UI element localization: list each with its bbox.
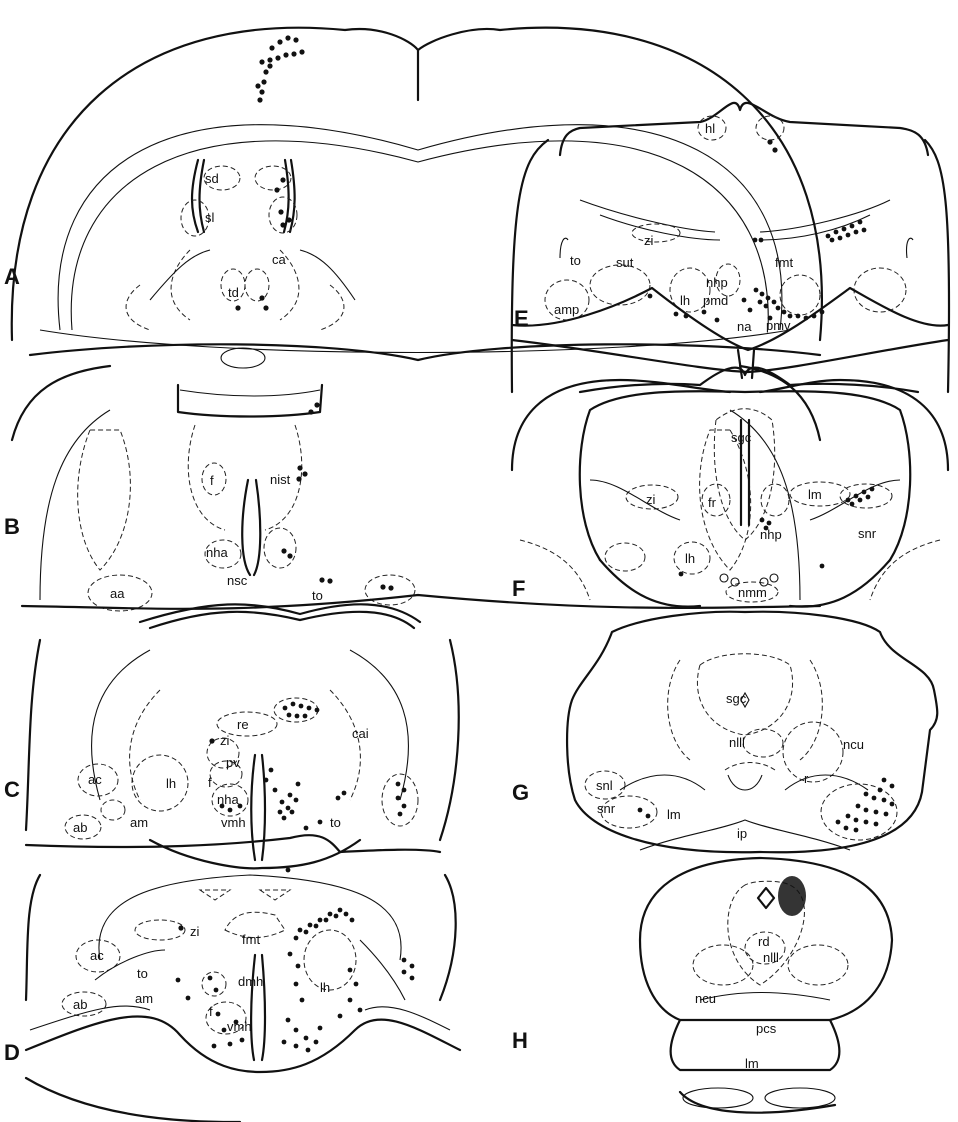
- labeling-dots-d: [176, 908, 415, 1053]
- region-label: nlll: [763, 950, 779, 965]
- region-label: nha: [206, 545, 228, 560]
- region-label: nha: [217, 792, 239, 807]
- region-label: sgc: [726, 691, 747, 706]
- labeling-dots-b: [281, 402, 393, 590]
- region-label: sd: [205, 171, 219, 186]
- region-label: pmv: [766, 318, 791, 333]
- section-c: [26, 640, 459, 872]
- region-label: rd: [758, 934, 770, 949]
- region-label: lh: [166, 776, 176, 791]
- region-label: zi: [190, 924, 200, 939]
- region-label: vmh: [227, 1019, 252, 1034]
- region-label: to: [312, 588, 323, 603]
- section-a: [12, 28, 822, 368]
- panel-letter-d: D: [4, 1040, 20, 1065]
- region-label: re: [237, 717, 249, 732]
- region-label: sgc: [731, 430, 752, 445]
- region-label: to: [570, 253, 581, 268]
- region-label: am: [130, 815, 148, 830]
- section-e: [512, 103, 949, 392]
- region-label: nsc: [227, 573, 248, 588]
- region-label: f: [208, 775, 212, 790]
- region-label: aa: [110, 586, 125, 601]
- region-label: ip: [737, 826, 747, 841]
- section-g: [567, 612, 937, 853]
- panel-letter-a: A: [4, 264, 20, 289]
- region-labels-d: zi fmt ac to dmh lh f ab am vmh: [73, 924, 330, 1034]
- region-label: nlll: [729, 735, 745, 750]
- region-label: to: [330, 815, 341, 830]
- region-label: ac: [90, 948, 104, 963]
- region-label: to: [137, 966, 148, 981]
- region-label: pv: [226, 755, 240, 770]
- region-label: lm: [745, 1056, 759, 1071]
- region-label: na: [737, 319, 752, 334]
- region-label: dmh: [238, 974, 263, 989]
- region-label: f: [210, 473, 214, 488]
- region-label: td: [228, 285, 239, 300]
- region-label: pmd: [703, 293, 728, 308]
- region-label: ac: [88, 772, 102, 787]
- region-label: nist: [270, 472, 291, 487]
- region-labels-b: f nist aa nha nsc to: [110, 472, 323, 603]
- region-label: ncu: [843, 737, 864, 752]
- region-label: pcs: [756, 1021, 777, 1036]
- region-label: nmm: [738, 585, 767, 600]
- region-label: ca: [272, 252, 287, 267]
- region-label: f: [209, 1004, 213, 1019]
- region-label: lh: [685, 551, 695, 566]
- region-label: lh: [320, 980, 330, 995]
- panel-letter-h: H: [512, 1028, 528, 1053]
- region-label: nhp: [760, 527, 782, 542]
- region-label: fmt: [775, 255, 793, 270]
- region-label: sl: [205, 210, 215, 225]
- panel-letter-f: F: [512, 576, 525, 601]
- panel-letter-b: B: [4, 514, 20, 539]
- panel-letter-g: G: [512, 780, 529, 805]
- section-d: [26, 875, 460, 1122]
- region-label: lm: [667, 807, 681, 822]
- region-label: zi: [644, 233, 654, 248]
- region-label: lh: [680, 293, 690, 308]
- region-labels-g: sgc nlll ncu r snl snr lm ip: [596, 691, 864, 841]
- region-label: amp: [554, 302, 579, 317]
- region-label: ncu: [695, 991, 716, 1006]
- region-label: hl: [705, 121, 715, 136]
- region-label: zi: [646, 492, 656, 507]
- region-label: snr: [858, 526, 877, 541]
- region-label: vmh: [221, 815, 246, 830]
- region-label: ab: [73, 820, 87, 835]
- region-labels-h: rd nlll ncu pcs lm: [695, 934, 779, 1071]
- region-label: nhp: [706, 275, 728, 290]
- region-label: r: [804, 771, 809, 786]
- region-label: snr: [597, 801, 616, 816]
- section-b: [12, 366, 820, 628]
- region-label: am: [135, 991, 153, 1006]
- region-label: ab: [73, 997, 87, 1012]
- labeling-dots-g: [638, 778, 895, 833]
- region-label: fr: [708, 495, 717, 510]
- region-label: sut: [616, 255, 634, 270]
- section-h: [640, 858, 892, 1113]
- region-label: lm: [808, 487, 822, 502]
- region-label: cai: [352, 726, 369, 741]
- panel-letter-e: E: [514, 306, 529, 331]
- region-label: fmt: [242, 932, 260, 947]
- region-label: zi: [220, 733, 230, 748]
- panel-letter-c: C: [4, 777, 20, 802]
- region-label: snl: [596, 778, 613, 793]
- section-f: [512, 368, 948, 607]
